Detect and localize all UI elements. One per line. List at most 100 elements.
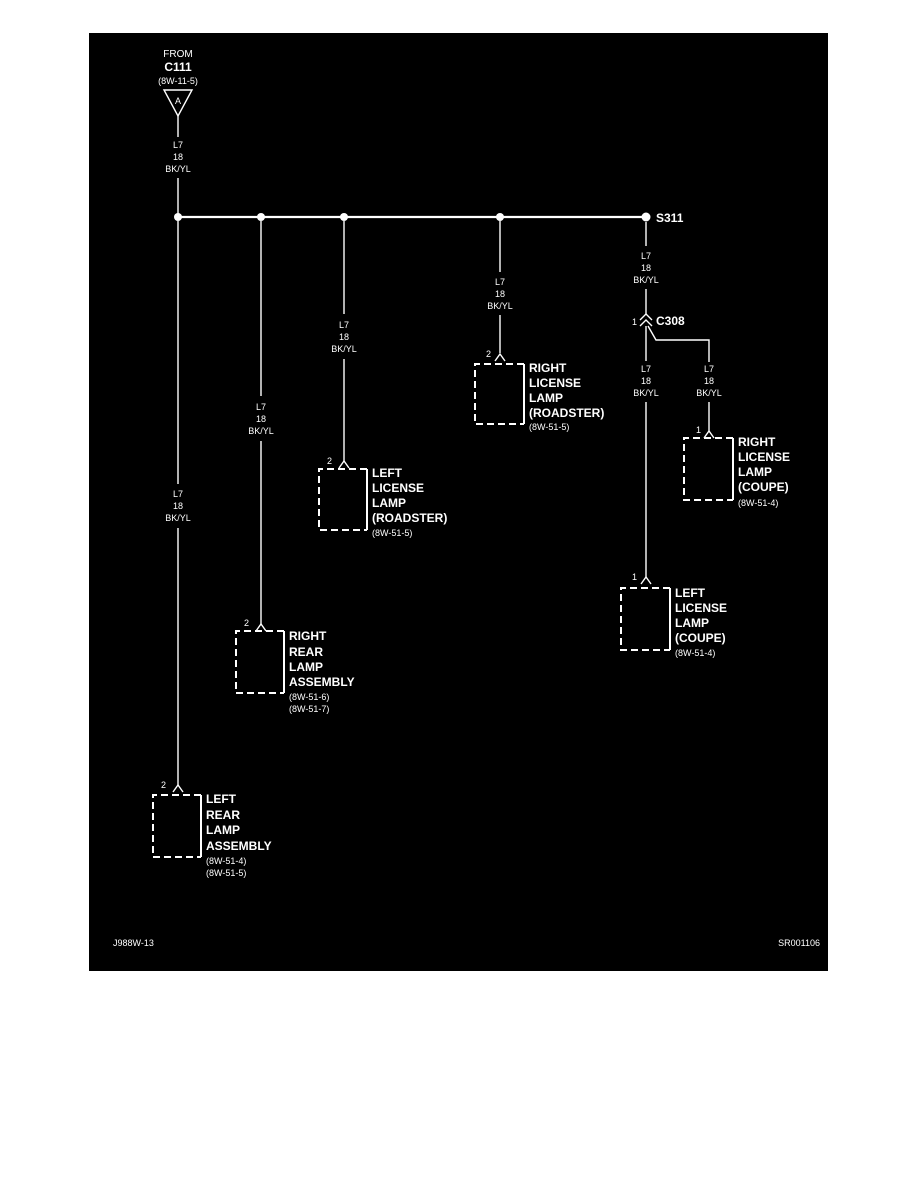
component-label-line: (ROADSTER) <box>529 406 604 420</box>
wire-color: BK/YL <box>633 388 659 398</box>
bus-node-4 <box>496 213 504 221</box>
source-marker: A <box>175 96 181 106</box>
component-label-line: LEFT <box>372 466 403 480</box>
wire-gauge: 18 <box>173 152 183 162</box>
component-label-line: LAMP <box>372 496 406 510</box>
splice-label: S311 <box>656 211 684 225</box>
c308-chevron-top-icon <box>639 313 653 321</box>
footer-left-code: J988W-13 <box>113 938 154 948</box>
component-pin: 2 <box>486 349 491 359</box>
component-pin: 2 <box>244 618 249 628</box>
component-ref: (8W-51-5) <box>529 422 569 432</box>
wire-gauge: 18 <box>256 414 266 424</box>
wire-circuit: L7 <box>495 277 505 287</box>
component-ref: (8W-51-7) <box>289 704 329 714</box>
wire-color: BK/YL <box>331 344 357 354</box>
wire-color: BK/YL <box>165 513 191 523</box>
component-label-line: LICENSE <box>529 376 581 390</box>
component-ref: (8W-51-4) <box>206 856 246 866</box>
component-label-line: RIGHT <box>738 435 776 449</box>
terminal-icon <box>640 575 652 585</box>
component-label-line: LAMP <box>738 465 772 479</box>
wire-circuit: L7 <box>641 364 651 374</box>
source-ref: (8W-11-5) <box>158 76 198 86</box>
wire-circuit: L7 <box>339 320 349 330</box>
terminal-icon <box>703 429 715 439</box>
component-label-line: (COUPE) <box>738 480 789 494</box>
diagram-panel <box>89 33 828 971</box>
wire-color: BK/YL <box>633 275 659 285</box>
component-right-license-coupe: 1 RIGHT LICENSE LAMP (COUPE) (8W-51-4) <box>683 425 790 508</box>
component-outline <box>474 363 524 425</box>
source-connector-name: C111 <box>164 60 192 74</box>
terminal-icon <box>172 783 184 793</box>
component-ref: (8W-51-5) <box>206 868 246 878</box>
component-pin: 1 <box>696 425 701 435</box>
component-label-line: RIGHT <box>289 629 327 643</box>
source-connector: FROM C111 (8W-11-5) A <box>158 49 198 118</box>
component-outline <box>683 437 733 501</box>
component-label-line: LAMP <box>289 660 323 674</box>
bus-node-2 <box>257 213 265 221</box>
component-pin: 2 <box>161 780 166 790</box>
component-right-license-roadster: 2 RIGHT LICENSE LAMP (ROADSTER) (8W-51-5… <box>474 349 604 432</box>
component-label-line: LEFT <box>675 586 706 600</box>
c308-label: C308 <box>656 314 685 328</box>
component-ref: (8W-51-4) <box>738 498 778 508</box>
component-label-line: LAMP <box>675 616 709 630</box>
component-pin: 2 <box>327 456 332 466</box>
wire-spec-source: L7 18 BK/YL <box>165 140 191 174</box>
component-label-line: LICENSE <box>675 601 727 615</box>
component-label-line: ASSEMBLY <box>289 675 355 689</box>
splice-node <box>641 212 651 222</box>
source-from-label: FROM <box>163 49 192 60</box>
wire-gauge: 18 <box>641 376 651 386</box>
wire-gauge: 18 <box>173 501 183 511</box>
wire-gauge: 18 <box>641 263 651 273</box>
component-label-line: (ROADSTER) <box>372 511 447 525</box>
component-label-line: LICENSE <box>372 481 424 495</box>
component-ref: (8W-51-5) <box>372 528 412 538</box>
source-triangle-icon <box>162 89 194 118</box>
component-ref: (8W-51-4) <box>675 648 715 658</box>
wire-circuit: L7 <box>256 402 266 412</box>
wire-gauge: 18 <box>495 289 505 299</box>
footer-right-code: SR001106 <box>778 938 820 948</box>
terminal-icon <box>338 459 350 469</box>
component-label-line: RIGHT <box>529 361 567 375</box>
bus-node-1 <box>174 213 182 221</box>
component-left-rear-lamp: 2 LEFT REAR LAMP ASSEMBLY (8W-51-4) (8W-… <box>152 780 272 878</box>
c308-pin: 1 <box>632 317 637 327</box>
wire-circuit: L7 <box>641 251 651 261</box>
terminal-icon <box>494 352 506 362</box>
component-outline <box>318 468 367 531</box>
component-label-line: (COUPE) <box>675 631 726 645</box>
component-label-line: ASSEMBLY <box>206 839 272 853</box>
wire-color: BK/YL <box>165 164 191 174</box>
wire-circuit: L7 <box>173 489 183 499</box>
wire-color: BK/YL <box>248 426 274 436</box>
component-label-line: LAMP <box>529 391 563 405</box>
wire-gauge: 18 <box>704 376 714 386</box>
component-label-line: REAR <box>289 645 323 659</box>
c308-chevron-bottom-icon <box>639 319 653 327</box>
wire-gauge: 18 <box>339 332 349 342</box>
wire-color: BK/YL <box>696 388 722 398</box>
component-label-line: LAMP <box>206 823 240 837</box>
component-pin: 1 <box>632 572 637 582</box>
terminal-icon <box>255 622 267 632</box>
component-label-line: LEFT <box>206 792 237 806</box>
c308-connector: 1 C308 <box>632 313 685 328</box>
wire-circuit: L7 <box>704 364 714 374</box>
component-outline <box>235 630 284 694</box>
wire-color: BK/YL <box>487 301 513 311</box>
component-label-line: LICENSE <box>738 450 790 464</box>
component-outline <box>620 587 670 651</box>
component-right-rear-lamp: 2 RIGHT REAR LAMP ASSEMBLY (8W-51-6) (8W… <box>235 618 355 714</box>
wire-c308-to-right-coupe <box>647 325 710 362</box>
component-left-license-coupe: 1 LEFT LICENSE LAMP (COUPE) (8W-51-4) <box>620 572 727 658</box>
component-outline <box>152 794 201 858</box>
component-ref: (8W-51-6) <box>289 692 329 702</box>
component-left-license-roadster: 2 LEFT LICENSE LAMP (ROADSTER) (8W-51-5) <box>318 456 447 538</box>
